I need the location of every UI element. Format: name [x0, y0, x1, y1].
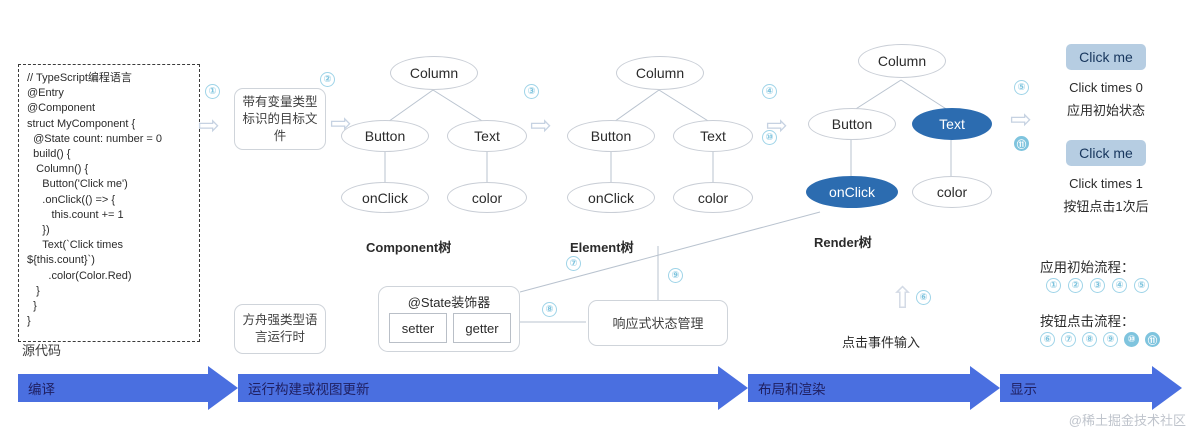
preview-button-initial[interactable]: Click me [1066, 44, 1146, 70]
preview-times-after: Click times 1 [1069, 176, 1143, 191]
phase-label-render: 布局和渲染 [748, 374, 970, 402]
legend-step-2: ② [1068, 278, 1083, 293]
legend-step-11: ⑪ [1145, 332, 1160, 347]
legend-step-6: ⑥ [1040, 332, 1055, 347]
element-tree-node-onclick: onClick [567, 182, 655, 213]
watermark: @稀土掘金技术社区 [1068, 413, 1186, 428]
step-marker-5: ⑤ [1014, 80, 1029, 95]
render-tree-node-color: color [912, 176, 992, 208]
state-decorator-box: @State装饰器 setter getter [378, 286, 520, 352]
preview-button-after[interactable]: Click me [1066, 140, 1146, 166]
component-tree-node-button: Button [341, 120, 429, 152]
chevron-right-icon-3: ⇨ [530, 110, 552, 140]
source-code-text: // TypeScript编程语言 @Entry @Component stru… [27, 72, 163, 328]
preview-times-initial: Click times 0 [1069, 80, 1143, 95]
legend-initial-steps: ① ② ③ ④ ⑤ [1046, 278, 1149, 293]
chevron-right-icon-1: ⇨ [198, 110, 220, 140]
render-tree-node-button: Button [808, 108, 896, 140]
component-tree-node-text: Text [447, 120, 527, 152]
step-marker-4: ④ [762, 84, 777, 99]
legend-click-steps: ⑥ ⑦ ⑧ ⑨ ⑩ ⑪ [1040, 332, 1160, 347]
reactive-state-box: 响应式状态管理 [588, 300, 728, 346]
phase-label-display: 显示 [1000, 374, 1152, 402]
legend-step-7: ⑦ [1061, 332, 1076, 347]
render-tree-node-text: Text [912, 108, 992, 140]
target-file-box: 带有变量类型标识的目标文件 [234, 88, 326, 150]
step-marker-7: ⑦ [566, 256, 581, 271]
up-arrow-icon: ⇧ [890, 282, 916, 315]
step-marker-8: ⑧ [542, 302, 557, 317]
setter-box: setter [389, 313, 447, 343]
element-tree-node-button: Button [567, 120, 655, 152]
render-tree-label: Render树 [814, 235, 872, 250]
element-tree-node-color: color [673, 182, 753, 213]
component-tree-node-onclick: onClick [341, 182, 429, 213]
component-tree-label: Component树 [366, 240, 452, 255]
phase-label-compile: 编译 [18, 374, 208, 402]
element-tree-label: Element树 [570, 240, 634, 255]
phase-head-display [1152, 366, 1182, 410]
render-tree-node-root: Column [858, 44, 946, 78]
step-marker-10: ⑩ [762, 130, 777, 145]
phase-arrow-display: 显示 [1000, 366, 1182, 410]
getter-box: getter [453, 313, 511, 343]
phase-arrow-compile: 编译 [18, 366, 238, 410]
phase-label-build: 运行构建或视图更新 [238, 374, 718, 402]
state-decorator-title: @State装饰器 [407, 295, 491, 310]
phase-arrow-build: 运行构建或视图更新 [238, 366, 748, 410]
legend-step-8: ⑧ [1082, 332, 1097, 347]
step-marker-6: ⑥ [916, 290, 931, 305]
legend-step-5: ⑤ [1134, 278, 1149, 293]
source-code-label: 源代码 [22, 343, 62, 358]
preview-caption-after: 按钮点击1次后 [1063, 199, 1149, 214]
legend-initial-title: 应用初始流程： [1040, 260, 1135, 275]
step-marker-3: ③ [524, 84, 539, 99]
legend-step-1: ① [1046, 278, 1061, 293]
step-marker-2: ② [320, 72, 335, 87]
ark-runtime-box: 方舟强类型语言运行时 [234, 304, 326, 354]
phase-head-compile [208, 366, 238, 410]
legend-click-title: 按钮点击流程： [1040, 314, 1135, 329]
legend-step-3: ③ [1090, 278, 1105, 293]
legend-step-9: ⑨ [1103, 332, 1118, 347]
legend-step-4: ④ [1112, 278, 1127, 293]
phase-head-build [718, 366, 748, 410]
component-tree-node-root: Column [390, 56, 478, 90]
click-event-input-label: 点击事件输入 [842, 335, 921, 350]
element-tree-node-text: Text [673, 120, 753, 152]
component-tree-node-color: color [447, 182, 527, 213]
chevron-right-icon-5: ⇨ [1010, 104, 1032, 134]
step-marker-11: ⑪ [1014, 136, 1029, 151]
step-marker-9: ⑨ [668, 268, 683, 283]
preview-caption-initial: 应用初始状态 [1066, 103, 1145, 118]
step-marker-1: ① [205, 84, 220, 99]
phase-arrow-render: 布局和渲染 [748, 366, 1000, 410]
element-tree-node-root: Column [616, 56, 704, 90]
legend-step-10: ⑩ [1124, 332, 1139, 347]
render-tree-node-onclick: onClick [806, 176, 898, 208]
source-code-box: // TypeScript编程语言 @Entry @Component stru… [18, 64, 200, 342]
phase-head-render [970, 366, 1000, 410]
